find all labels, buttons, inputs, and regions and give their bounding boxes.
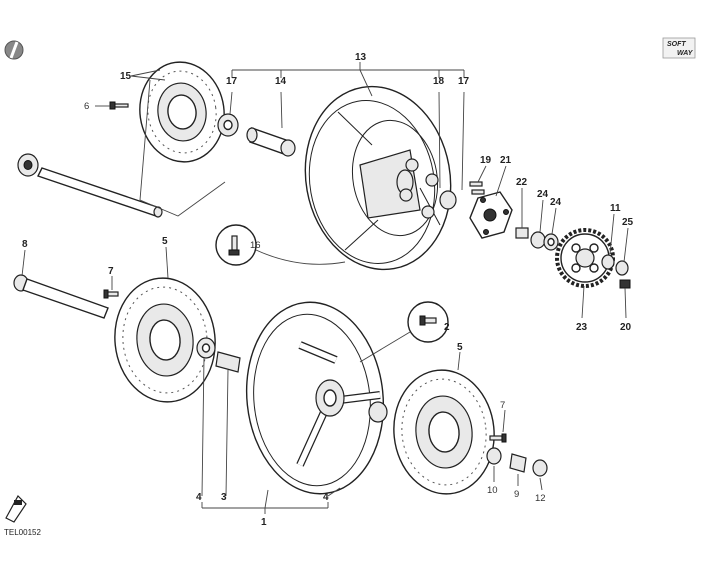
drawing-code: TEL00152 bbox=[4, 528, 41, 537]
logo-line2: WAY bbox=[677, 50, 694, 57]
callout-23: 23 bbox=[576, 322, 588, 333]
section-marker-icon bbox=[4, 40, 24, 60]
callout-4-right: 4 bbox=[323, 492, 329, 503]
callout-1: 1 bbox=[261, 517, 267, 528]
callout-2: 2 bbox=[444, 322, 450, 333]
valve-16-callout bbox=[215, 224, 346, 266]
softway-logo: SOFT WAY bbox=[662, 37, 696, 59]
nut-25 bbox=[615, 260, 629, 276]
sprocket-carrier-21 bbox=[469, 191, 513, 239]
callout-6: 6 bbox=[84, 101, 89, 112]
callout-15: 15 bbox=[120, 71, 132, 82]
callout-labels: 13 15 17 14 18 17 6 19 21 22 24 24 11 25… bbox=[4, 52, 634, 537]
callout-9: 9 bbox=[514, 489, 519, 500]
front-bearing-left bbox=[196, 337, 216, 359]
logo-line1: SOFT bbox=[667, 41, 686, 48]
callout-25: 25 bbox=[622, 217, 634, 228]
callout-7-left: 7 bbox=[108, 266, 114, 277]
screw-2-callout bbox=[359, 301, 449, 363]
callout-16: 16 bbox=[250, 240, 261, 251]
callout-7-right: 7 bbox=[500, 400, 505, 411]
bearing-24a bbox=[530, 231, 546, 249]
spacer-9 bbox=[509, 453, 527, 473]
rear-brake-disc bbox=[139, 61, 225, 163]
callout-21: 21 bbox=[500, 155, 512, 166]
callout-13: 13 bbox=[355, 52, 367, 63]
spacer-10 bbox=[486, 447, 502, 465]
callout-4-left: 4 bbox=[196, 492, 202, 503]
front-brake-disc-left bbox=[114, 277, 216, 403]
bearing-24b bbox=[543, 233, 559, 251]
disc-screw-6 bbox=[109, 101, 129, 110]
front-axle bbox=[13, 274, 109, 319]
studs-19 bbox=[469, 181, 485, 195]
callout-18: 18 bbox=[433, 76, 445, 87]
callout-3: 3 bbox=[221, 492, 227, 503]
nut-20 bbox=[619, 279, 631, 289]
callout-17-right: 17 bbox=[458, 76, 470, 87]
callout-24a: 24 bbox=[537, 189, 549, 200]
callout-5-left: 5 bbox=[162, 236, 168, 247]
bolt-7-left bbox=[103, 289, 119, 299]
callout-5-right: 5 bbox=[457, 342, 463, 353]
bushing-22 bbox=[515, 227, 529, 239]
nut-12 bbox=[532, 459, 548, 477]
rear-wheel-rim bbox=[304, 85, 452, 271]
bolt-7-right bbox=[489, 433, 507, 443]
wheel-icon bbox=[5, 495, 27, 523]
callout-10: 10 bbox=[487, 485, 498, 496]
callout-24b: 24 bbox=[550, 197, 562, 208]
spacer-3 bbox=[215, 351, 241, 373]
front-bearing-right bbox=[368, 401, 388, 423]
callout-12: 12 bbox=[535, 493, 546, 504]
front-wheel-rim bbox=[245, 301, 385, 495]
leader-lines bbox=[21, 62, 629, 514]
callout-8: 8 bbox=[22, 239, 28, 250]
spacer-14 bbox=[246, 127, 296, 157]
callout-19: 19 bbox=[480, 155, 492, 166]
callout-14: 14 bbox=[275, 76, 287, 87]
front-brake-disc-right bbox=[393, 369, 495, 495]
rear-axle bbox=[17, 153, 163, 218]
callout-17-left: 17 bbox=[226, 76, 238, 87]
bearing-17-left bbox=[217, 113, 239, 137]
callout-11: 11 bbox=[610, 203, 621, 214]
washer-11 bbox=[601, 254, 615, 270]
callout-22: 22 bbox=[516, 177, 528, 188]
hub-studs bbox=[399, 158, 439, 219]
bearing-18 bbox=[439, 190, 457, 210]
rear-sprocket-23 bbox=[555, 228, 615, 288]
callout-20: 20 bbox=[620, 322, 632, 333]
